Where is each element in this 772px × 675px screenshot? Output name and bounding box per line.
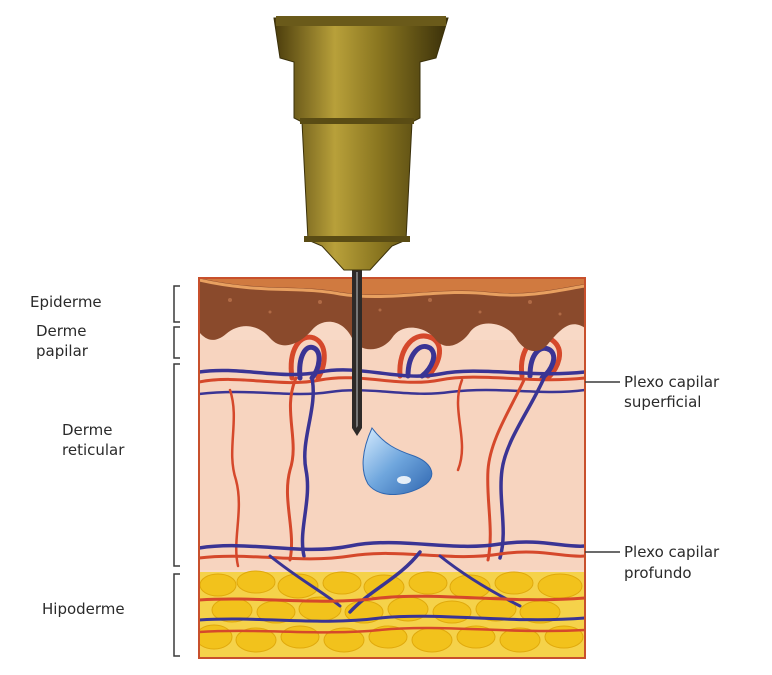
label-hipoderme: Hipoderme (42, 600, 125, 618)
label-plexo-profundo-line2: profundo (624, 564, 692, 582)
label-plexo-profundo-line1: Plexo capilar (624, 543, 720, 561)
label-derme-papilar-line2: papilar (36, 342, 89, 360)
label-plexo-superficial-line1: Plexo capilar (624, 373, 720, 391)
hypodermis-layer (196, 571, 585, 658)
label-derme-reticular-line1: Derme (62, 421, 113, 439)
needle-hub (274, 18, 448, 270)
layer-brackets (174, 286, 180, 656)
label-derme-reticular-line2: reticular (62, 441, 125, 459)
label-plexo-superficial-line2: superficial (624, 393, 701, 411)
label-derme-papilar-line1: Derme (36, 322, 87, 340)
skin-cross-section (196, 278, 585, 658)
label-epiderme: Epiderme (30, 293, 102, 311)
